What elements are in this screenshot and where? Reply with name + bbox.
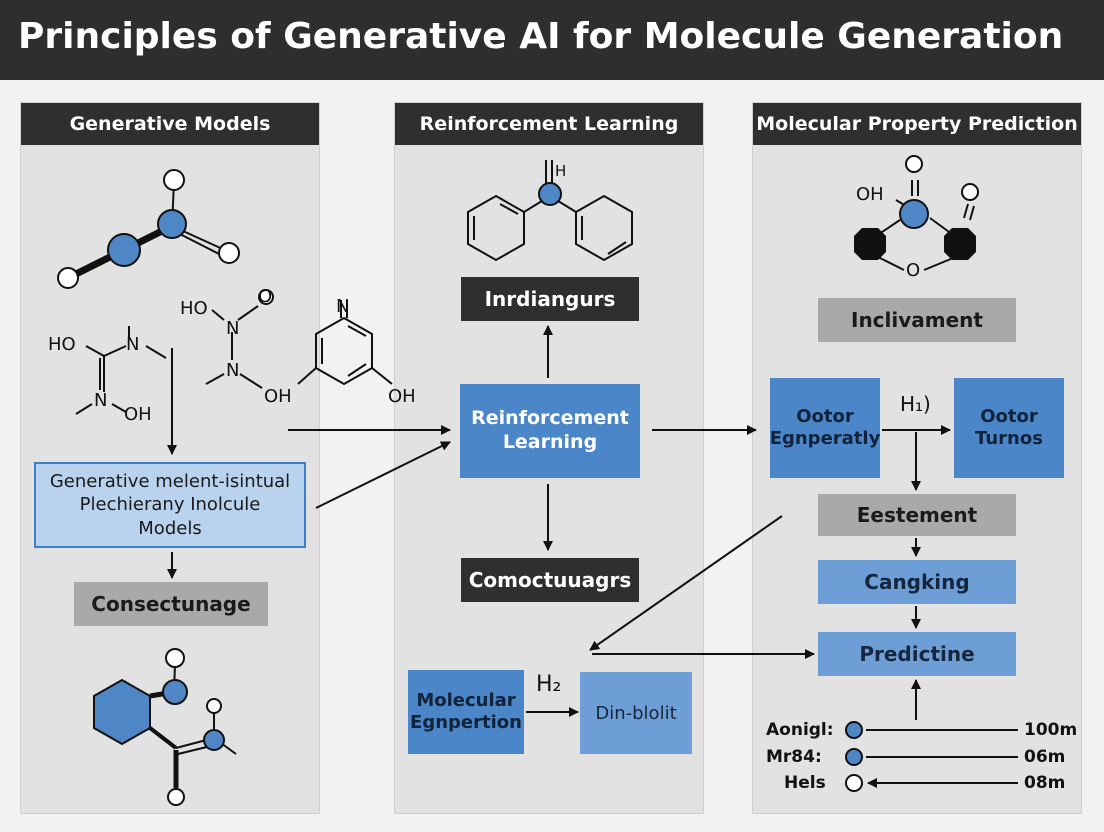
title-bar: Principles of Generative AI for Molecule… <box>0 0 1104 80</box>
arrow-box-to-rl <box>315 441 451 509</box>
molecule-middle-top <box>467 160 633 262</box>
molecular-egnpertion-box: Molecular Egnpertion <box>408 670 524 754</box>
legend-marker-2 <box>845 748 863 766</box>
h2-label: H₂ <box>536 672 562 697</box>
panel-header-reinforcement-learning: Reinforcement Learning <box>395 103 703 145</box>
atom-label-ho: HO <box>48 334 76 355</box>
atom-label-n: N <box>226 318 240 339</box>
consectunage-box: Consectunage <box>74 582 268 626</box>
legend-value-2: 06m <box>1024 747 1066 767</box>
atom-label-n: N <box>336 296 350 317</box>
atom-o-small <box>258 289 274 305</box>
atom-label-n: N <box>226 360 240 381</box>
legend-label-2: Mr84: <box>766 747 822 767</box>
atom-label-o: O <box>906 260 921 281</box>
din-blolit-box: Din-blolit <box>580 672 692 754</box>
atom-blue-middle <box>538 182 562 206</box>
comoctuuagrs-box: Comoctuuagrs <box>461 558 639 602</box>
cangking-box: Cangking <box>818 560 1016 604</box>
atom-label-n: N <box>94 390 108 411</box>
arrow-right-to-middle <box>589 515 783 651</box>
molecule-left-top <box>66 181 228 282</box>
page-title: Principles of Generative AI for Molecule… <box>18 16 1064 57</box>
atom-label-o: O <box>258 286 273 307</box>
predictine-box: Predictine <box>818 632 1016 676</box>
h1-label: H₁) <box>900 392 931 416</box>
atom-blue-1 <box>107 233 141 267</box>
legend-label-1: Aonigl: <box>766 720 834 740</box>
inrdiangurs-box: Inrdiangurs <box>461 277 639 321</box>
atom-o-right <box>218 242 240 264</box>
molecule-left-bottom <box>93 663 237 788</box>
reinforcement-learning-box: Reinforcement Learning <box>460 384 640 478</box>
ootor-turnos-box: Ootor Turnos <box>954 378 1064 478</box>
legend-label-3: Hels <box>784 773 826 793</box>
ootor-egnperatly-box: Ootor Egnperatly <box>770 378 880 478</box>
atom-label-ho: HO <box>180 298 208 319</box>
generative-models-box: Generative melent-isintual Plechierany I… <box>34 462 306 548</box>
atom-o-left <box>57 267 79 289</box>
atom-label-oh: OH <box>856 184 884 205</box>
atom-label-h: H <box>555 162 567 180</box>
eestement-box: Eestement <box>818 494 1016 536</box>
molecule-left-middle <box>75 300 393 415</box>
atom-o-top <box>163 169 185 191</box>
atom-label-oh: OH <box>264 386 292 407</box>
panel-header-generative-models: Generative Models <box>21 103 319 145</box>
atom-blue-2 <box>157 209 187 239</box>
legend-marker-1 <box>845 721 863 739</box>
atom-label-n: N <box>126 334 140 355</box>
atom-label-oh: OH <box>388 386 416 407</box>
legend-value-3: 08m <box>1024 773 1066 793</box>
inclivament-box: Inclivament <box>818 298 1016 342</box>
atom-label-oh: OH <box>124 404 152 425</box>
legend-marker-3 <box>845 774 863 792</box>
panel-header-molecular-property-prediction: Molecular Property Prediction <box>753 103 1081 145</box>
legend-value-1: 100m <box>1024 720 1078 740</box>
